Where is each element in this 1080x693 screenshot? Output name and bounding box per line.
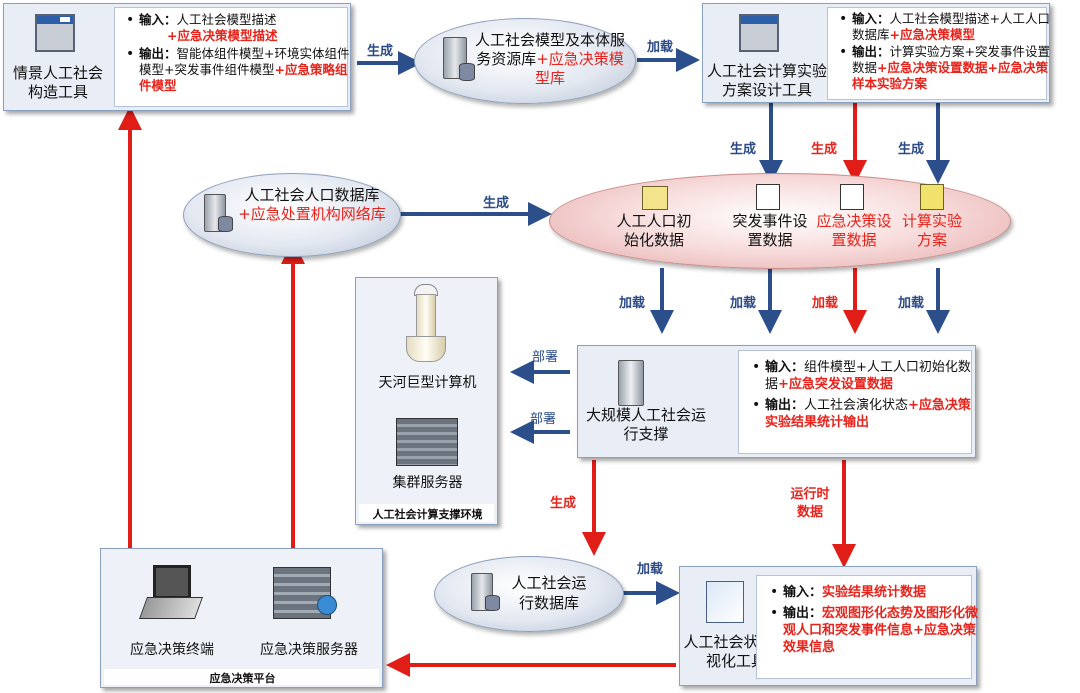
label-generate-3: 生成 [898, 142, 925, 157]
runtime-input: 输入：组件模型+人工人口初始化数据+应急突发设置数据 [752, 359, 981, 393]
runtime-output: 输出：人工社会演化状态+应急决策实验结果统计输出 [752, 397, 981, 431]
model-resource-db-label: 人工社会模型及本体服务资源库+应急决策模型库 [475, 31, 626, 87]
window-icon [739, 14, 779, 52]
experiment-tool-list: 输入：人工社会模型描述+人工人口数据库+应急决策模型 输出：计算实验方案+突发事… [836, 11, 1052, 92]
event-settings-data: 突发事件设置数据 [732, 212, 808, 249]
model-resource-db: 人工社会模型及本体服务资源库+应急决策模型库 [414, 18, 636, 104]
experiment-plan-icon [920, 184, 944, 210]
supercomputer-icon [406, 284, 446, 364]
population-db-label: 人工社会人口数据库+应急处置机构网络库 [238, 186, 386, 223]
label-load-2: 加载 [619, 296, 646, 311]
label-generate-2: 生成 [730, 142, 757, 157]
compute-env-footer-bg [359, 504, 494, 522]
visualization-list: 输入：实验结果统计数据 输出：宏观图形化态势及图形化微观人口和突发事件信息+应急… [767, 584, 981, 656]
visualization-output: 输出：宏观图形化态势及图形化微观人口和突发事件信息+应急决策效果信息 [770, 605, 981, 656]
globe-icon [317, 595, 337, 615]
experiment-plan-data: 计算实验方案 [901, 212, 962, 249]
scenario-construction-tool: 情景人工社会构造工具 输入：人工社会模型描述+应急决策模型描述 输出：智能体组件… [3, 3, 351, 111]
emergency-decision-platform: 应急决策终端 应急决策服务器 应急决策平台 [100, 548, 383, 688]
label-deploy-2: 部署 [530, 412, 557, 427]
decision-settings-icon [840, 184, 864, 210]
experiment-input: 输入：人工社会模型描述+人工人口数据库+应急决策模型 [839, 11, 1052, 43]
window-icon [35, 14, 75, 52]
runtime-support-title: 大规模人工社会运行支撑 [586, 406, 707, 443]
terminal-label: 应急决策终端 [130, 642, 214, 658]
population-data-icon [642, 186, 668, 210]
decision-settings-data: 应急决策设置数据 [816, 212, 892, 249]
database-cylinder-icon [218, 216, 233, 232]
population-init-data: 人工人口初始化数据 [616, 212, 692, 249]
experiment-tool-io: 输入：人工社会模型描述+人工人口数据库+应急决策模型 输出：计算实验方案+突发事… [827, 7, 1050, 100]
experiment-tool-title: 人工社会计算实验方案设计工具 [706, 62, 827, 99]
scenario-output: 输出：智能体组件模型+环境实体组件模型+突发事件组件模型+应急策略组件模型 [126, 46, 353, 94]
visualization-doc-icon [706, 581, 744, 623]
label-load-4: 加载 [898, 296, 925, 311]
database-cylinder-icon [485, 595, 500, 611]
label-load-1: 加载 [647, 40, 674, 55]
label-load-viz: 加载 [637, 562, 664, 577]
visualization-input: 输入：实验结果统计数据 [770, 584, 981, 601]
visualization-io: 输入：实验结果统计数据 输出：宏观图形化态势及图形化微观人口和突发事件信息+应急… [756, 575, 978, 679]
label-generate-1: 生成 [367, 44, 394, 59]
event-settings-icon [756, 184, 780, 210]
platform-footer-bg [104, 669, 379, 685]
database-cylinder-icon [459, 63, 475, 81]
runtime-support-list: 输入：组件模型+人工人口初始化数据+应急突发设置数据 输出：人工社会演化状态+应… [749, 359, 981, 431]
decision-server-label: 应急决策服务器 [260, 642, 358, 658]
runtime-support-box: 大规模人工社会运行支撑 输入：组件模型+人工人口初始化数据+应急突发设置数据 输… [577, 345, 976, 458]
platform-footer: 应急决策平台 [209, 672, 276, 685]
visualization-tool: 人工社会状态可视化工具 输入：实验结果统计数据 输出：宏观图形化态势及图形化微观… [679, 566, 978, 686]
label-generate-rundb: 生成 [550, 496, 577, 511]
label-deploy-1: 部署 [532, 350, 559, 365]
label-runtime-data: 运行时数据 [790, 487, 830, 520]
experiment-design-tool: 人工社会计算实验方案设计工具 输入：人工社会模型描述+人工人口数据库+应急决策模… [702, 3, 1050, 103]
scenario-tool-list: 输入：人工社会模型描述+应急决策模型描述 输出：智能体组件模型+环境实体组件模型… [123, 12, 353, 94]
cluster-server-icon [396, 418, 458, 466]
scenario-input: 输入：人工社会模型描述+应急决策模型描述 [126, 12, 353, 44]
supercomputer-label: 天河巨型计算机 [378, 375, 477, 391]
terminal-icon [138, 565, 204, 621]
experiment-output: 输出：计算实验方案+突发事件设置数据+应急决策设置数据+应急决策样本实验方案 [839, 44, 1052, 92]
label-generate-pop: 生成 [483, 196, 510, 211]
compute-env-footer: 人工社会计算支撑环境 [372, 508, 483, 521]
cluster-server-label: 集群服务器 [392, 475, 463, 491]
label-load-3: 加载 [730, 296, 757, 311]
scenario-tool-io: 输入：人工社会模型描述+应急决策模型描述 输出：智能体组件模型+环境实体组件模型… [114, 7, 350, 107]
compute-support-environment: 天河巨型计算机 集群服务器 人工社会计算支撑环境 [355, 277, 498, 525]
runtime-db-label: 人工社会运行数据库 [511, 574, 587, 612]
label-generate-red: 生成 [811, 142, 838, 157]
runtime-db: 人工社会运行数据库 [434, 556, 624, 632]
generated-data-ellipse: 人工人口初始化数据 突发事件设置数据 应急决策设置数据 计算实验方案 [549, 173, 1011, 269]
scenario-tool-title: 情景人工社会构造工具 [12, 64, 103, 101]
label-load-red: 加载 [812, 296, 839, 311]
runtime-support-io: 输入：组件模型+人工人口初始化数据+应急突发设置数据 输出：人工社会演化状态+应… [738, 350, 972, 454]
population-db: 人工社会人口数据库+应急处置机构网络库 [183, 173, 401, 257]
server-icon [618, 360, 644, 406]
